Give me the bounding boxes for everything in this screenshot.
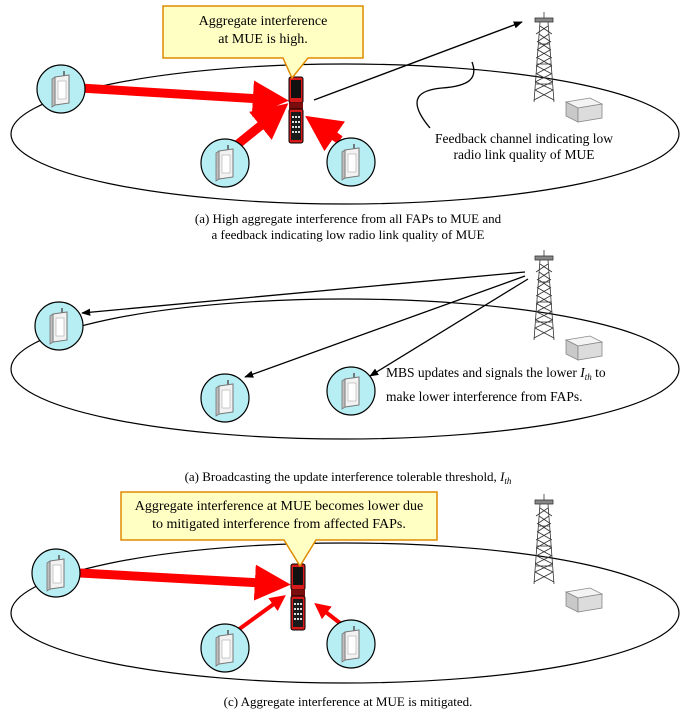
callout-a-line-2: at MUE is high. xyxy=(218,32,308,47)
mbs-note-symbol-sub: th xyxy=(584,372,592,382)
femto-access-point-bottom-right-a xyxy=(326,137,376,187)
caption-b-text: (a) Broadcasting the update interference… xyxy=(184,469,501,484)
mbs-note-line-2: make lower interference from FAPs. xyxy=(386,389,583,404)
femto-access-point-left-a xyxy=(36,64,86,114)
caption-a: (a) High aggregate interference from all… xyxy=(0,211,696,243)
caption-c-text: (c) Aggregate interference at MUE is mit… xyxy=(223,694,473,709)
femto-access-point-bottom-left-c xyxy=(200,623,250,673)
panel-c xyxy=(10,491,680,684)
mbs-note-suffix: to xyxy=(591,365,606,380)
femto-interference-arrow-left-a xyxy=(79,80,289,117)
panel-b xyxy=(10,249,680,440)
mbs-note-line-1: MBS updates and signals the lower Ith to xyxy=(386,365,606,385)
femto-access-point-bottom-right-b xyxy=(326,366,376,416)
broadcast-arrow-right-b xyxy=(369,278,529,377)
macro-base-station-tower-b xyxy=(533,249,555,341)
macrocell-ellipse-c xyxy=(10,542,680,684)
femto-access-point-left-c xyxy=(31,548,81,598)
femto-access-point-bottom-right-c xyxy=(326,619,376,669)
callout-text-a: Aggregate interference at MUE is high. xyxy=(163,13,363,49)
macrocell-ellipse-a xyxy=(10,63,680,205)
mbs-note-b: MBS updates and signals the lower Ith to… xyxy=(386,365,606,405)
caption-b-symbol: I xyxy=(500,469,505,484)
base-station-box-b xyxy=(565,335,603,361)
femto-access-point-bottom-left-a xyxy=(200,138,250,188)
macro-base-station-tower-c xyxy=(533,493,555,585)
callout-bubble-a xyxy=(162,5,364,80)
caption-a-line-2: a feedback indicating low radio link qua… xyxy=(211,227,485,242)
femto-access-point-bottom-left-b xyxy=(200,373,250,423)
mbs-note-symbol: I xyxy=(580,365,585,380)
caption-c: (c) Aggregate interference at MUE is mit… xyxy=(0,694,696,710)
feedback-note-line-2: radio link quality of MUE xyxy=(453,147,595,162)
feedback-note-line-1: Feedback channel indicating low xyxy=(434,131,614,146)
femto-access-point-left-b xyxy=(34,301,84,351)
femto-interference-arrow-bottom-left-a xyxy=(235,103,289,148)
broadcast-arrow-left-b xyxy=(81,271,526,316)
feedback-squiggle-line xyxy=(416,61,475,129)
femto-interference-arrow-bottom-right-a xyxy=(305,115,345,152)
femto-interference-arrow-bottom-left-c xyxy=(236,595,286,632)
feedback-arrow-a xyxy=(313,21,523,101)
caption-b: (a) Broadcasting the update interference… xyxy=(0,469,696,489)
base-station-box-c xyxy=(565,587,603,613)
callout-a-line-1: Aggregate interference xyxy=(198,14,328,29)
broadcast-arrow-middle-b xyxy=(244,275,526,378)
macrocell-ellipse-b xyxy=(10,298,680,440)
feedback-note-a: Feedback channel indicating low radio li… xyxy=(396,131,652,163)
callout-c-line-2: to mitigated interference from affected … xyxy=(152,517,406,532)
macro-base-station-tower-a xyxy=(533,11,555,103)
mbs-note-prefix: MBS updates and signals the lower xyxy=(386,365,581,380)
femto-interference-arrow-left-c xyxy=(79,564,291,601)
callout-c-line-1: Aggregate interference at MUE becomes lo… xyxy=(134,499,424,514)
base-station-box-a xyxy=(565,97,603,123)
caption-b-symbol-sub: th xyxy=(504,476,512,486)
mobile-user-equipment-c xyxy=(290,563,306,631)
panel-a xyxy=(10,5,680,205)
caption-a-line-1: (a) High aggregate interference from all… xyxy=(194,211,502,226)
callout-text-c: Aggregate interference at MUE becomes lo… xyxy=(121,498,437,534)
mobile-user-equipment-a xyxy=(288,76,304,144)
callout-bubble-c xyxy=(120,491,438,568)
